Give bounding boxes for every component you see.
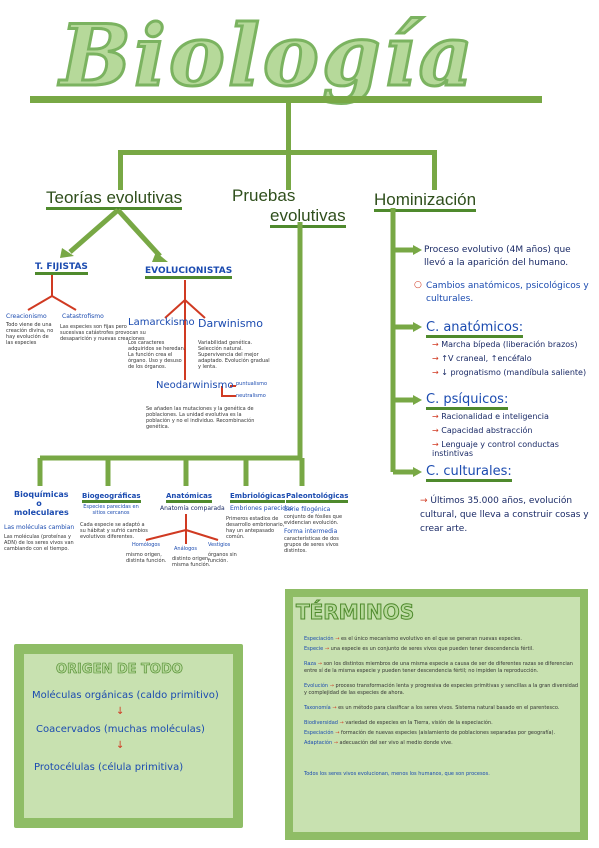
vestigios-note: órganos sin función. (208, 552, 237, 564)
hom-c-culturales: C. culturales: (426, 464, 512, 482)
termino-item: Raza → son los distintos miembros de una… (304, 661, 573, 674)
label-puntualismo: puntualismo (236, 381, 268, 387)
creacionismo-note: Todo viene de una creación divina, no ha… (6, 322, 54, 346)
label-anatomia-comparada: Anatomía comparada (160, 505, 225, 512)
origen-arrow-1: ↓ (116, 706, 125, 717)
label-evolucionistas: EVOLUCIONISTAS (145, 266, 233, 279)
embriologicas-note: Primeros estadios de desarrollo embriona… (226, 516, 285, 540)
label-lamarckismo: Lamarckismo (128, 317, 195, 328)
heading-pruebas: Pruebas (232, 186, 296, 205)
heading-teorias: Teorías evolutivas (46, 188, 183, 210)
label-neutralismo: neutralismo (236, 393, 266, 399)
hom-c-anatomicos: C. anatómicos: (426, 320, 524, 338)
neodarwinismo-note: Se añaden las mutaciones y la genética d… (146, 406, 255, 430)
label-neodarwinismo: Neodarwinismo (156, 380, 234, 391)
homologos-note: mismo origen, distinta función. (126, 552, 167, 564)
label-catastrofismo: Catastrofismo (62, 313, 104, 320)
termino-item: Especiación → es el único mecanismo evol… (304, 636, 522, 642)
label-embriologicas: Embriológicas (230, 492, 286, 503)
termino-item: Evolución → proceso transformación lenta… (304, 683, 579, 696)
label-anatomicas: Anatómicas (166, 492, 213, 503)
tree-top-bar (30, 96, 542, 103)
label-analogos: Análogos (174, 546, 197, 552)
origen-heading: ORIGEN DE TODO (56, 662, 183, 678)
page-title: Biología (59, 5, 476, 107)
hom-cult-1: → Últimos 35.000 años, evolución cultura… (420, 496, 589, 534)
label-paleontologicas: Paleontológicas (286, 492, 349, 503)
hom-psiq-2: → Capacidad abstracción (432, 426, 533, 435)
tree-trunk (286, 96, 291, 154)
catastrofismo-note: Las especies son fijas pero sucesivas ca… (60, 324, 146, 342)
lamarckismo-note: Los caracteres adquiridos se heredan. La… (128, 340, 186, 370)
terminos-heading: TÉRMINOS (295, 600, 415, 625)
label-darwinismo: Darwinismo (198, 317, 263, 330)
biogeograficas-note: Cada especie se adaptó a su hábitat y su… (80, 522, 148, 540)
label-moleculas-cambian: Las moléculas cambian (4, 524, 75, 531)
terminos-list: Especiación → es el único mecanismo evol… (304, 636, 582, 778)
branch-drop-1 (118, 150, 123, 190)
hom-psiq-3: → Lenguaje y control conductas instintiv… (432, 440, 559, 458)
hom-psiq-1: → Racionalidad e inteligencia (432, 412, 549, 421)
tree-branch-bar (118, 150, 436, 155)
termino-item: Especie → una especie es un conjunto de … (304, 646, 534, 652)
darwinismo-note: Variabilidad genética. Selección natural… (198, 340, 270, 370)
branch-drop-3 (432, 150, 437, 190)
origen-l2: Coacervados (muchas moléculas) (36, 724, 205, 735)
terminos-box (285, 589, 588, 840)
hom-cambios: Cambios anatómicos, psicológicos y cultu… (426, 281, 589, 304)
heading-pruebas-2: evolutivas (270, 206, 346, 228)
label-vestigios: Vestigios (208, 542, 231, 548)
terminos-inner (293, 597, 580, 832)
termino-item: Biodiversidad → variedad de especies en … (304, 720, 493, 726)
serie-note: conjunto de fósiles que evidencian evolu… (284, 514, 343, 526)
termino-item: Taxonomía → es un método para clasificar… (304, 705, 560, 711)
label-embriones-parecidos: Embriones parecidos (230, 505, 293, 512)
origen-l1: Moléculas orgánicas (caldo primitivo) (32, 690, 219, 701)
hom-anat-3: → ↓ prognatismo (mandíbula saliente) (432, 368, 587, 377)
branch-drop-2 (286, 150, 291, 190)
origen-box (14, 644, 243, 828)
termino-item: Especiación → formación de nuevas especi… (304, 730, 556, 736)
hom-anat-2: → ↑V craneal, ↑encéfalo (432, 354, 532, 363)
hom-proceso: Proceso evolutivo (4M años) que llevó a … (424, 245, 571, 268)
label-serie-filogenica: Serie filogénica (284, 506, 331, 513)
label-biogeograficas: Biogeográficas (82, 492, 141, 503)
hom-anat-1: → Marcha bípeda (liberación brazos) (432, 340, 578, 349)
terminos-footer: Todos los seres vivos evolucionan, menos… (304, 771, 490, 777)
forma-note: características de dos grupos de seres v… (284, 536, 339, 554)
origen-inner (24, 654, 233, 818)
termino-item: Adaptación → adecuación del ser vivo al … (304, 740, 453, 746)
label-especies-parecidas: Especies parecidas en sitios cercanos (83, 504, 139, 516)
analogos-note: distinto origen, misma función. (172, 556, 211, 568)
label-homologos: Homólogos (132, 542, 161, 548)
origen-arrow-2: ↓ (116, 740, 125, 751)
label-fijistas: T. FIJISTAS (35, 262, 88, 275)
heading-hominizacion: Hominización (374, 190, 477, 212)
hom-c-psiquicos: C. psíquicos: (426, 392, 509, 410)
label-forma-intermedia: Forma intermedia (284, 528, 338, 535)
moleculas-note: Las moléculas (proteínas y ADN) de los s… (4, 534, 74, 552)
label-bioquimicas: Bioquímicas o moleculares (14, 490, 69, 517)
hom-bullet: ○ (414, 280, 422, 290)
origen-l3: Protocélulas (célula primitiva) (34, 762, 184, 773)
label-creacionismo: Creacionismo (6, 313, 47, 320)
